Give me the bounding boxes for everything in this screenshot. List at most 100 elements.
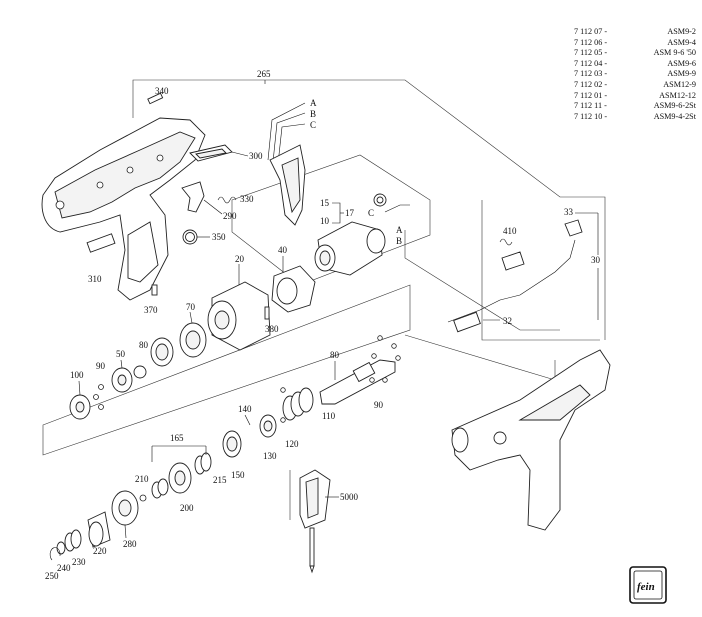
label-motor-c: C	[368, 208, 374, 218]
gearbox-20	[207, 281, 271, 351]
legend-row: 7 112 02 -ASM12-9	[574, 80, 696, 91]
label-340: 340	[155, 86, 169, 96]
label-100: 100	[70, 370, 84, 380]
legend-code: 7 112 07 -	[574, 27, 608, 36]
label-140: 140	[238, 404, 252, 414]
label-200: 200	[180, 503, 194, 513]
clip-250	[49, 547, 61, 561]
label-wire-c: C	[310, 120, 316, 130]
legend-row: 7 112 10 - ASM9-4-2St	[574, 112, 696, 123]
balls-90a	[93, 384, 104, 410]
label-120: 120	[285, 439, 299, 449]
legend-code: 7 112 11 -	[574, 101, 607, 111]
legend-row: 7 112 11 - ASM9-6-2St	[574, 101, 696, 112]
label-70: 70	[186, 302, 196, 312]
spring-215	[194, 452, 212, 475]
legend-code: 7 112 03 -	[574, 69, 608, 79]
label-17: 17	[345, 208, 355, 218]
balls-120	[280, 387, 286, 423]
label-210: 210	[135, 474, 149, 484]
label-50: 50	[116, 349, 126, 359]
sun-gear-100	[69, 394, 91, 420]
fein-logo: fein	[629, 566, 667, 604]
switch-290	[181, 181, 205, 213]
label-370: 370	[144, 305, 158, 315]
o-ring-350	[182, 229, 198, 245]
legend-model: ASM 9-6 '50	[653, 48, 696, 58]
spindle-110	[319, 335, 401, 405]
sleeve-220	[87, 511, 111, 548]
label-90a: 90	[96, 361, 106, 371]
label-10: 10	[320, 216, 330, 226]
label-215: 215	[213, 475, 227, 485]
planet-carrier-70	[179, 322, 207, 358]
screwdriver-5000	[299, 469, 331, 574]
legend-row: 7 112 01 -ASM12-12	[574, 91, 696, 102]
label-280: 280	[123, 539, 137, 549]
legend-model: ASM9-6-2St	[653, 101, 696, 111]
legend-row: 7 112 03 - ASM9-9	[574, 69, 696, 80]
handle-shell	[269, 144, 306, 226]
wires-abc	[267, 102, 306, 165]
label-350: 350	[212, 232, 226, 242]
label-410: 410	[503, 226, 517, 236]
label-240: 240	[57, 563, 71, 573]
ring-280	[111, 490, 139, 526]
legend-model: ASM12-9	[663, 79, 696, 89]
label-250: 250	[45, 571, 59, 581]
label-330: 330	[240, 194, 254, 204]
label-40: 40	[278, 245, 288, 255]
legend-row: 7 112 04 - ASM9-6	[574, 59, 696, 70]
label-130: 130	[263, 451, 277, 461]
legend-code: 7 112 10 -	[574, 111, 608, 121]
legend-model: ASM9-6	[667, 58, 696, 68]
legend-model: ASM9-4	[667, 37, 696, 47]
spring-120	[282, 387, 314, 421]
legend-row: 7 112 07 -ASM9-2	[574, 27, 696, 38]
gear-80	[150, 337, 174, 367]
fein-logo-text: fein	[637, 581, 655, 593]
pin-370	[151, 284, 158, 296]
label-310: 310	[88, 274, 102, 284]
legend-code: 7 112 06 -	[574, 37, 608, 47]
legend-code: 7 112 05 -	[574, 48, 608, 58]
label-15: 15	[320, 198, 330, 208]
label-wire-b: B	[310, 109, 316, 119]
label-33: 33	[564, 207, 574, 217]
spring-210	[151, 478, 169, 499]
label-150: 150	[231, 470, 245, 480]
label-32: 32	[503, 316, 512, 326]
complete-tool	[451, 349, 611, 531]
label-80b: 80	[330, 350, 340, 360]
clutch-bearing-200	[168, 462, 192, 494]
planet-50	[111, 367, 133, 393]
ball-150	[139, 494, 147, 502]
label-30: 30	[591, 255, 601, 265]
label-220: 220	[93, 546, 107, 556]
spring-230	[64, 529, 82, 552]
housing-half-310	[41, 117, 206, 301]
label-90b: 90	[374, 400, 384, 410]
screw-380	[264, 306, 270, 320]
washer-130	[259, 414, 277, 438]
legend-code: 7 112 04 -	[574, 58, 608, 68]
label-290: 290	[223, 211, 237, 221]
label-20: 20	[235, 254, 245, 264]
label-wire-a: A	[310, 98, 317, 108]
legend-model: ASM9-4-2St	[653, 111, 696, 121]
ring-140	[222, 430, 242, 458]
legend-row: 7 112 05 - ASM 9-6 '50	[574, 48, 696, 59]
ring-gear-40	[271, 265, 316, 313]
needle-bearing-80	[133, 365, 147, 379]
legend-code: 7 112 01 -	[574, 90, 608, 100]
motor-10	[314, 193, 410, 276]
pin-340	[147, 92, 164, 105]
legend-model: ASM9-9	[667, 69, 696, 79]
label-265: 265	[257, 69, 271, 79]
spring-330	[217, 196, 237, 204]
label-300: 300	[249, 151, 263, 161]
legend-row: 7 112 06 - ASM9-4	[574, 38, 696, 49]
circuit-board-30	[447, 219, 583, 333]
